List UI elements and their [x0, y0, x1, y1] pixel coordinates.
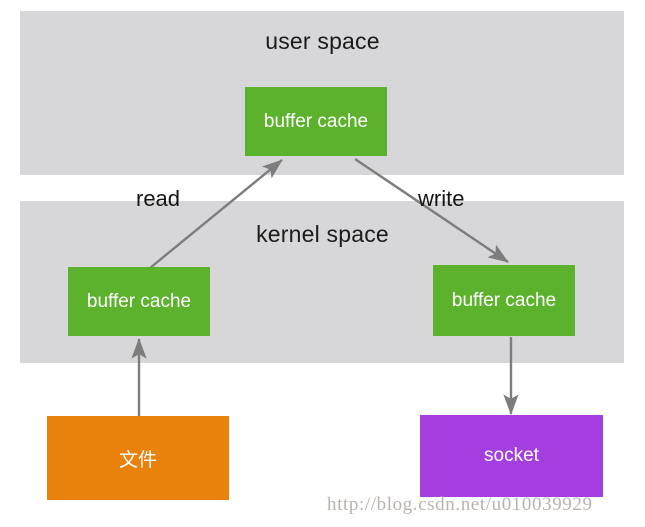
box-kernel-buffer-cache-right-label: buffer cache [451, 289, 557, 311]
box-socket-label: socket [484, 445, 539, 466]
box-kernel-buffer-cache-left-label: buffer cache [86, 290, 192, 312]
box-socket[interactable]: socket [420, 415, 603, 497]
box-kernel-buffer-cache-right[interactable]: buffer cache [433, 265, 575, 336]
kernel-space-label: kernel space [256, 221, 389, 247]
box-kernel-buffer-cache-left[interactable]: buffer cache [68, 267, 210, 336]
user-space-label: user space [265, 28, 380, 54]
read-arrow-label: read [136, 186, 181, 211]
watermark-text: http://blog.csdn.net/u010039929 [327, 494, 593, 515]
write-arrow-label: write [418, 186, 465, 211]
box-user-buffer-cache-label: buffer cache [263, 110, 369, 132]
box-file-label: 文件 [118, 449, 157, 471]
box-file[interactable]: 文件 [47, 416, 229, 500]
box-user-buffer-cache[interactable]: buffer cache [245, 87, 387, 156]
